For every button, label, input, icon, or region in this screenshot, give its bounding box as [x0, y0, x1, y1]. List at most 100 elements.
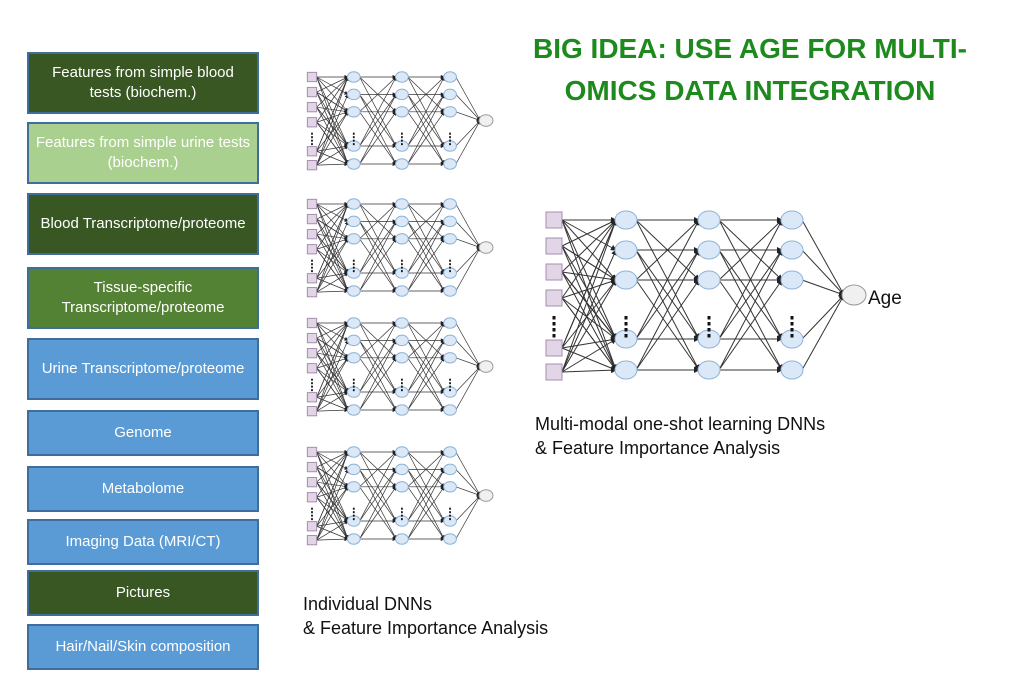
connection-arrow	[407, 203, 445, 240]
connection-arrow	[359, 339, 397, 411]
hidden-node	[443, 158, 457, 170]
hidden-node	[443, 463, 457, 476]
ellipsis-dot	[449, 270, 451, 273]
ellipsis-dot	[552, 328, 556, 332]
connection-arrow	[561, 245, 617, 340]
connection-arrow	[316, 468, 349, 541]
output-node	[478, 489, 494, 502]
connection-arrow	[359, 322, 397, 359]
ellipsis-dot	[401, 514, 403, 517]
ellipsis-dot	[790, 322, 794, 326]
connection-arrow	[561, 219, 617, 281]
individual-caption-line1: Individual DNNs	[303, 594, 433, 614]
hidden-node	[697, 210, 721, 230]
connection-arrow	[359, 357, 397, 411]
connection-arrow	[407, 111, 445, 165]
connection-arrow	[455, 119, 481, 165]
hidden-node	[346, 404, 361, 416]
connection-arrow	[561, 219, 618, 371]
input-node	[306, 273, 318, 284]
individual-caption-line2: & Feature Importance Analysis	[303, 618, 549, 638]
connection-arrow	[455, 246, 481, 292]
hidden-node	[780, 240, 804, 260]
connection-arrow	[316, 91, 349, 113]
connection-arrow	[407, 93, 445, 165]
connection-arrow	[455, 494, 481, 522]
hidden-node	[443, 446, 457, 458]
hidden-node	[395, 233, 409, 245]
connection-arrow	[316, 93, 349, 166]
ellipsis-dot	[311, 382, 313, 385]
connection-arrow	[316, 322, 349, 369]
ellipsis-dot	[624, 334, 628, 338]
ellipsis-dot	[401, 385, 403, 388]
connection-arrow	[455, 365, 481, 393]
ellipsis-dot	[624, 328, 628, 332]
input-box: Features from simple blood tests (bioche…	[27, 52, 259, 114]
ellipsis-dot	[352, 259, 355, 262]
hidden-node	[346, 463, 361, 476]
connection-arrow	[316, 248, 349, 274]
connection-arrow	[316, 337, 349, 393]
connection-arrow	[316, 352, 349, 393]
connection-arrow	[407, 322, 445, 393]
connection-arrow	[718, 279, 783, 371]
connection-arrow	[316, 451, 349, 522]
input-box: Genome	[27, 410, 259, 456]
ellipsis-dot	[449, 132, 451, 135]
connection-arrow	[316, 408, 349, 413]
ellipsis-dot	[401, 378, 403, 381]
input-box: Features from simple urine tests (bioche…	[27, 122, 259, 184]
input-node	[545, 211, 563, 229]
hidden-node	[443, 140, 457, 152]
ellipsis-dot	[401, 507, 403, 510]
ellipsis-dot	[449, 259, 451, 262]
input-node	[306, 535, 318, 546]
connection-arrow	[407, 220, 445, 274]
ellipsis-dot	[449, 514, 451, 517]
connection-arrow	[316, 203, 349, 250]
ellipsis-dot	[401, 511, 403, 514]
input-node	[306, 332, 318, 344]
hidden-node	[395, 158, 409, 170]
connection-arrow	[635, 219, 700, 340]
connection-arrow	[316, 162, 349, 167]
ellipsis-dot	[449, 139, 451, 142]
connection-arrow	[455, 221, 481, 249]
connection-arrow	[316, 110, 349, 123]
connection-arrow	[801, 249, 845, 296]
connection-arrow	[316, 76, 349, 108]
ellipsis-dot	[352, 389, 355, 392]
hidden-node	[443, 285, 457, 297]
connection-arrow	[407, 339, 445, 411]
ellipsis-dot	[352, 132, 355, 135]
connection-arrow	[316, 481, 349, 522]
input-node	[306, 117, 318, 128]
input-node	[545, 289, 563, 307]
connection-arrow	[316, 322, 349, 411]
hidden-node	[443, 404, 457, 416]
ellipsis-dot	[790, 334, 794, 338]
hidden-node	[443, 515, 457, 527]
connection-arrow	[407, 76, 445, 147]
connection-arrow	[455, 340, 481, 368]
input-node	[545, 237, 563, 255]
hidden-node	[443, 106, 457, 118]
input-node	[306, 198, 318, 210]
connection-arrow	[407, 451, 445, 488]
ellipsis-dot	[449, 389, 451, 392]
connection-arrow	[359, 76, 397, 147]
hidden-node	[346, 317, 361, 329]
connection-arrow	[359, 339, 397, 393]
ellipsis-dot	[311, 270, 313, 273]
ellipsis-dot	[401, 259, 403, 262]
hidden-node	[395, 198, 409, 210]
ellipsis-dot	[311, 259, 313, 262]
connection-arrow	[407, 220, 445, 292]
connection-arrow	[561, 271, 617, 283]
connection-arrow	[359, 203, 397, 240]
connection-arrow	[359, 451, 397, 522]
hidden-node	[395, 463, 409, 476]
input-node	[306, 102, 318, 113]
hidden-node	[780, 360, 804, 380]
